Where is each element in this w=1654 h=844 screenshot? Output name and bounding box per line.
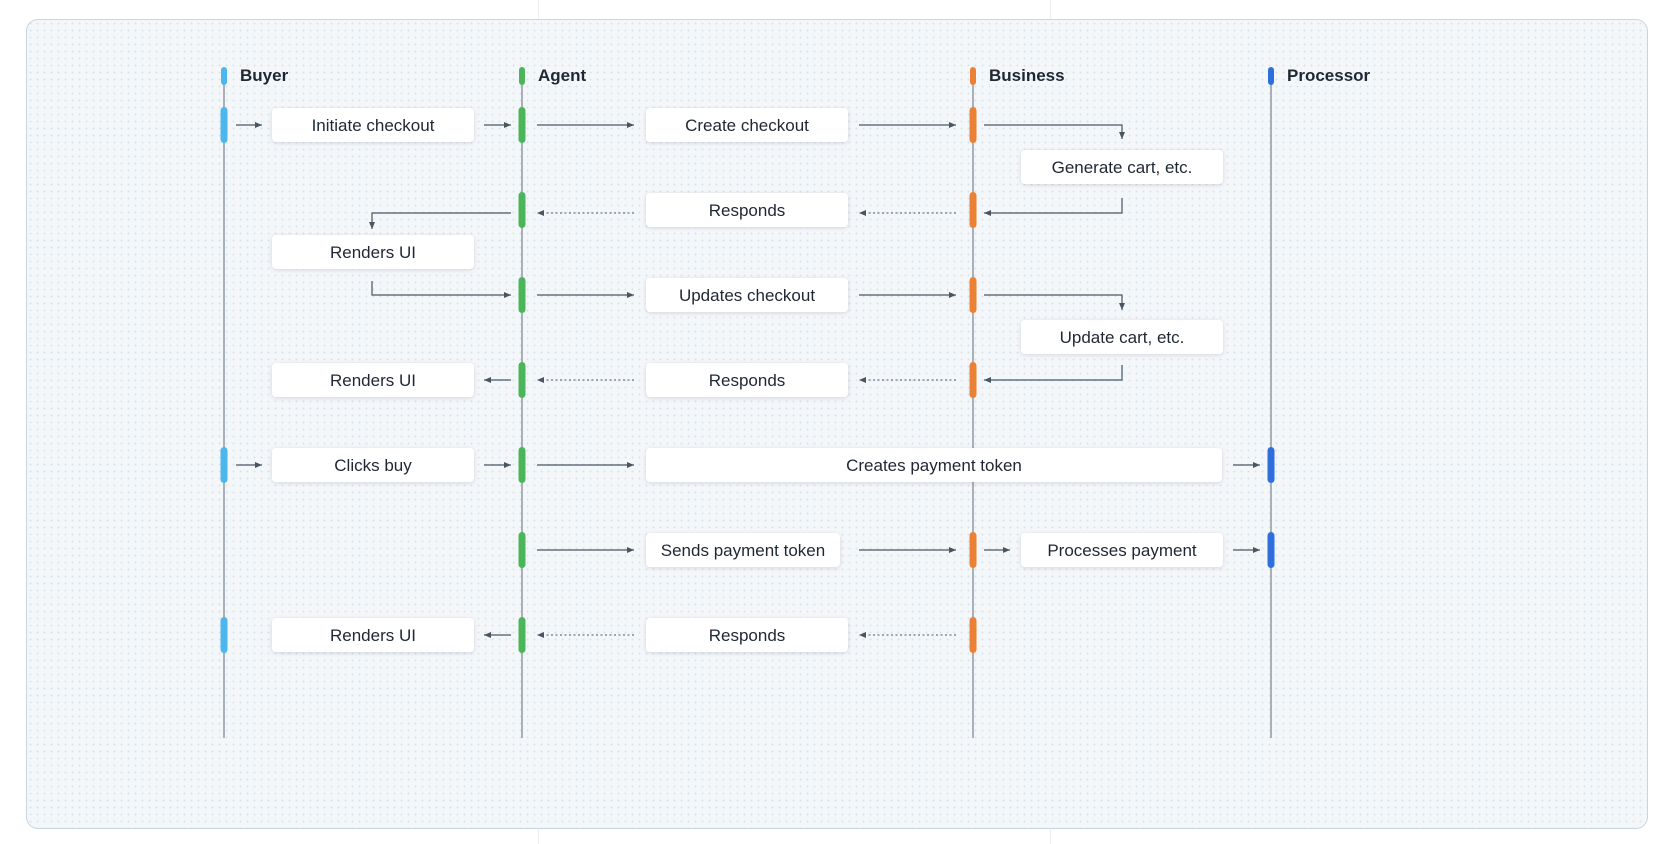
- flow-arrow: [984, 198, 1123, 216]
- flow-arrow: [369, 212, 511, 229]
- renders-ui-3-step-label: Renders UI: [330, 626, 416, 645]
- clicks-buy-step-box: [272, 448, 474, 482]
- clicks-buy-step: Clicks buy: [272, 448, 474, 482]
- business-header-marker: [970, 67, 976, 85]
- buyer-header-marker: [221, 67, 227, 85]
- agent-activation-bar: [518, 532, 526, 568]
- responds-3-step-label: Responds: [709, 626, 786, 645]
- flow-arrow: [371, 281, 511, 298]
- responds-2-step: Responds: [646, 363, 848, 397]
- update-cart-step: Update cart, etc.: [1021, 320, 1223, 354]
- generate-cart-step: Generate cart, etc.: [1021, 150, 1223, 184]
- processes-payment-step: Processes payment: [1021, 533, 1223, 567]
- business-activation-bar: [969, 107, 977, 143]
- buyer-activation-bar: [220, 447, 228, 483]
- flow-arrow: [984, 124, 1125, 139]
- renders-ui-2-step-box: [272, 363, 474, 397]
- responds-2-step-box: [646, 363, 848, 397]
- buyer-header-label: Buyer: [240, 66, 289, 85]
- create-checkout-step: Create checkout: [646, 108, 848, 142]
- creates-payment-token-step-label: Creates payment token: [846, 456, 1022, 475]
- business-activation-bar: [969, 617, 977, 653]
- business-activation-bar: [969, 277, 977, 313]
- agent-header-label: Agent: [538, 66, 587, 85]
- renders-ui-1-step: Renders UI: [272, 235, 474, 269]
- responds-1-step-label: Responds: [709, 201, 786, 220]
- clicks-buy-step-label: Clicks buy: [334, 456, 412, 475]
- updates-checkout-step-label: Updates checkout: [679, 286, 815, 305]
- create-checkout-step-box: [646, 108, 848, 142]
- buyer-activation-bar: [220, 107, 228, 143]
- processes-payment-step-box: [1021, 533, 1223, 567]
- creates-payment-token-step: Creates payment token: [646, 448, 1222, 482]
- responds-1-step-box: [646, 193, 848, 227]
- create-checkout-step-label: Create checkout: [685, 116, 809, 135]
- initiate-checkout-step-label: Initiate checkout: [312, 116, 435, 135]
- updates-checkout-step: Updates checkout: [646, 278, 848, 312]
- agent-header-marker: [519, 67, 525, 85]
- buyer-activation-bar: [220, 617, 228, 653]
- sends-payment-token-step-label: Sends payment token: [661, 541, 825, 560]
- renders-ui-1-step-box: [272, 235, 474, 269]
- agent-activation-bar: [518, 192, 526, 228]
- processor-activation-bar: [1267, 447, 1275, 483]
- business-header-label: Business: [989, 66, 1065, 85]
- responds-1-step: Responds: [646, 193, 848, 227]
- renders-ui-1-step-label: Renders UI: [330, 243, 416, 262]
- update-cart-step-label: Update cart, etc.: [1060, 328, 1185, 347]
- update-cart-step-box: [1021, 320, 1223, 354]
- processor-activation-bar: [1267, 532, 1275, 568]
- sends-payment-token-step-box: [646, 533, 840, 567]
- responds-3-step: Responds: [646, 618, 848, 652]
- agent-activation-bar: [518, 107, 526, 143]
- processes-payment-step-label: Processes payment: [1047, 541, 1197, 560]
- renders-ui-2-step-label: Renders UI: [330, 371, 416, 390]
- agent-activation-bar: [518, 447, 526, 483]
- flow-arrow: [984, 294, 1125, 310]
- sends-payment-token-step: Sends payment token: [646, 533, 840, 567]
- updates-checkout-step-box: [646, 278, 848, 312]
- renders-ui-2-step: Renders UI: [272, 363, 474, 397]
- agent-activation-bar: [518, 362, 526, 398]
- generate-cart-step-label: Generate cart, etc.: [1052, 158, 1193, 177]
- processor-header-marker: [1268, 67, 1274, 85]
- diagram-panel: [26, 19, 1648, 829]
- agent-activation-bar: [518, 277, 526, 313]
- business-activation-bar: [969, 192, 977, 228]
- generate-cart-step-box: [1021, 150, 1223, 184]
- responds-3-step-box: [646, 618, 848, 652]
- renders-ui-3-step: Renders UI: [272, 618, 474, 652]
- initiate-checkout-step: Initiate checkout: [272, 108, 474, 142]
- agent-activation-bar: [518, 617, 526, 653]
- processor-header-label: Processor: [1287, 66, 1371, 85]
- responds-2-step-label: Responds: [709, 371, 786, 390]
- renders-ui-3-step-box: [272, 618, 474, 652]
- initiate-checkout-step-box: [272, 108, 474, 142]
- creates-payment-token-step-box: [646, 448, 1222, 482]
- business-activation-bar: [969, 362, 977, 398]
- flow-arrow: [984, 365, 1123, 383]
- business-activation-bar: [969, 532, 977, 568]
